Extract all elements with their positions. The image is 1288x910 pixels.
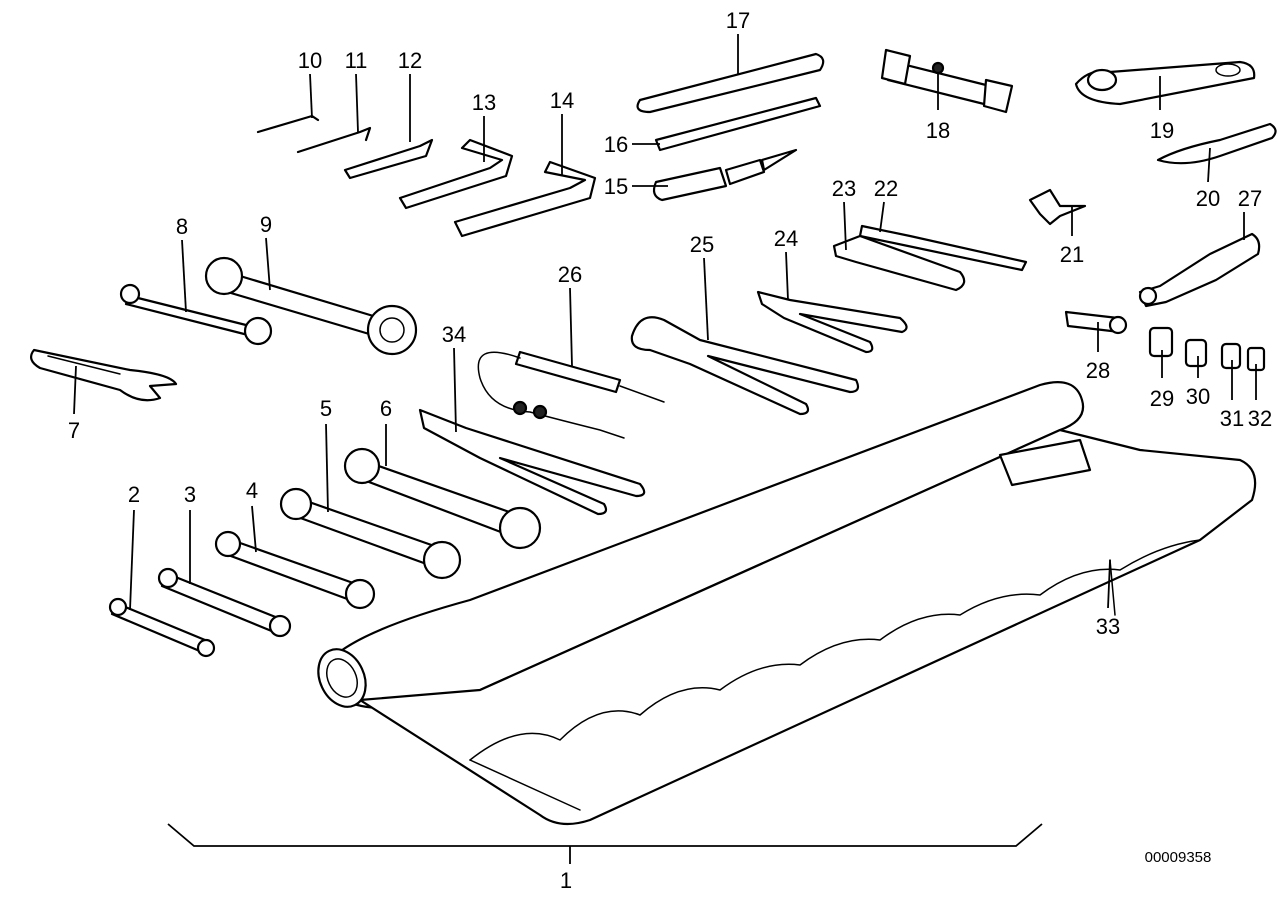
callout-34: 34 — [442, 322, 466, 347]
callout-2: 2 — [128, 482, 140, 507]
callout-labels: 1 2 3 4 5 6 7 8 9 10 11 12 13 14 15 16 1… — [68, 8, 1272, 893]
callout-28: 28 — [1086, 358, 1110, 383]
water-pump-pliers-25 — [630, 316, 860, 416]
leader-lines — [73, 34, 1257, 864]
hex-key-11 — [296, 126, 372, 154]
hex-key-12 — [343, 138, 434, 180]
callout-12: 12 — [398, 48, 422, 73]
callout-6: 6 — [380, 396, 392, 421]
callout-18: 18 — [926, 118, 950, 143]
callout-13: 13 — [472, 90, 496, 115]
callout-27: 27 — [1238, 186, 1262, 211]
test-lamp-26 — [477, 350, 665, 439]
callout-22: 22 — [874, 176, 898, 201]
open-wrench-2 — [108, 597, 216, 658]
callout-3: 3 — [184, 482, 196, 507]
callout-20: 20 — [1196, 186, 1220, 211]
callout-23: 23 — [832, 176, 856, 201]
callout-17: 17 — [726, 8, 750, 33]
hex-key-10 — [256, 114, 320, 134]
screwdriver-15 — [652, 148, 798, 202]
adapter-28 — [1064, 310, 1128, 335]
callout-24: 24 — [774, 226, 798, 251]
socket-31 — [1220, 342, 1242, 370]
callout-32: 32 — [1248, 406, 1272, 431]
feeler-gauge-21 — [1028, 188, 1087, 226]
socket-30 — [1184, 338, 1208, 368]
callout-33: 33 — [1096, 614, 1120, 639]
callout-21: 21 — [1060, 242, 1084, 267]
hook-spanner-20 — [1156, 122, 1277, 165]
socket-29 — [1148, 326, 1174, 358]
callout-5: 5 — [320, 396, 332, 421]
callout-19: 19 — [1150, 118, 1174, 143]
pliers-24 — [756, 290, 908, 354]
flat-wrench-7 — [30, 348, 178, 402]
combination-wrench-9 — [204, 256, 418, 356]
rod-16 — [654, 96, 822, 152]
punch-23 — [832, 234, 966, 292]
callout-7: 7 — [68, 418, 80, 443]
open-wrench-6 — [343, 447, 542, 550]
callout-10: 10 — [298, 48, 322, 73]
callout-4: 4 — [246, 478, 258, 503]
callout-29: 29 — [1150, 386, 1174, 411]
ratchet-27 — [1138, 232, 1261, 308]
callout-26: 26 — [558, 262, 582, 287]
hex-key-14 — [453, 160, 597, 238]
callout-14: 14 — [550, 88, 574, 113]
callout-30: 30 — [1186, 384, 1210, 409]
callout-16: 16 — [604, 132, 628, 157]
box-spanner-18 — [880, 48, 1014, 114]
hex-key-13 — [398, 138, 514, 210]
double-wrench-17 — [636, 52, 825, 114]
callout-31: 31 — [1220, 406, 1244, 431]
callout-8: 8 — [176, 214, 188, 239]
callout-11: 11 — [345, 48, 368, 73]
combination-wrench-8 — [119, 283, 273, 346]
callout-9: 9 — [260, 212, 272, 237]
callout-1: 1 — [560, 868, 572, 893]
drawing-number: 00009358 — [1145, 849, 1212, 866]
callout-25: 25 — [690, 232, 714, 257]
open-wrench-4 — [214, 530, 376, 610]
tool-roll-pouch — [317, 381, 1257, 826]
open-wrench-5 — [279, 487, 462, 580]
combination-pliers-34 — [418, 408, 646, 516]
callout-15: 15 — [604, 174, 628, 199]
ring-spanner-19 — [1074, 60, 1256, 106]
open-wrench-3 — [157, 567, 292, 638]
